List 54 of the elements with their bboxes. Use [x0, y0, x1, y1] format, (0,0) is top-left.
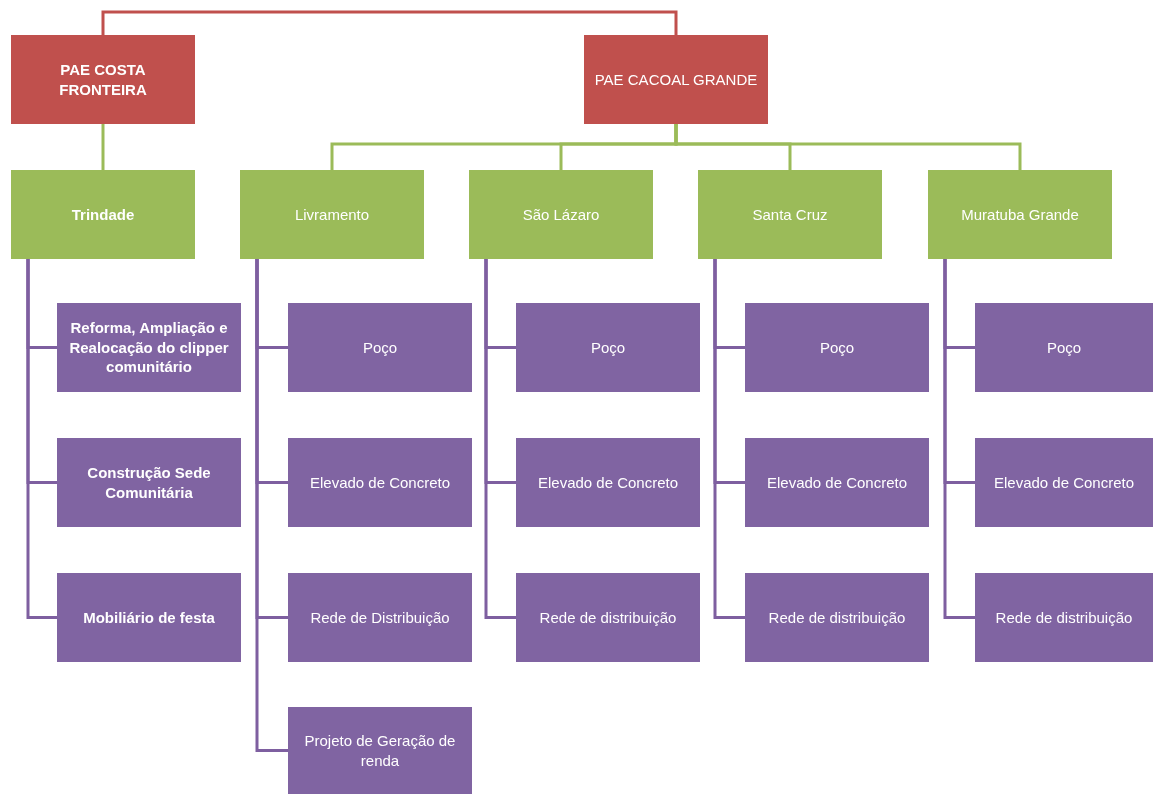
node-label: Rede de distribuição: [995, 607, 1133, 628]
community-box: [469, 170, 653, 259]
community-box: [240, 170, 424, 259]
project-box: [745, 303, 929, 392]
node-label: Mobiliário de festa: [83, 607, 215, 628]
connector-line: [674, 124, 1022, 170]
project-box: [57, 303, 241, 392]
connector-line: [484, 259, 516, 619]
project-box: [288, 438, 472, 527]
node-label: Trindade: [71, 204, 135, 225]
node-label: Livramento: [294, 204, 370, 225]
project-box: [288, 573, 472, 662]
node-label: São Lázaro: [522, 204, 600, 225]
node-label: Elevado de Concreto: [766, 472, 908, 493]
node-label: PAE COSTA FRONTEIRA: [58, 60, 148, 99]
connector-line: [101, 124, 105, 170]
community-box: [698, 170, 882, 259]
connector-line: [255, 259, 288, 752]
connector-line: [713, 259, 745, 619]
node-label: Elevado de Concreto: [537, 472, 679, 493]
project-box: [745, 573, 929, 662]
node-label: Poço: [1046, 337, 1082, 358]
project-box: [516, 573, 700, 662]
node-label: Elevado de Concreto: [309, 472, 451, 493]
project-box: [975, 573, 1153, 662]
node-label: Reforma, Ampliação e Realocação do clipper comunitário: [68, 318, 230, 377]
node-label: Rede de distribuição: [768, 607, 906, 628]
project-box: [288, 707, 472, 794]
project-box: [975, 303, 1153, 392]
node-label: Projeto de Geração de renda: [303, 731, 457, 770]
node-label: Elevado de Concreto: [993, 472, 1135, 493]
site-box: [584, 35, 768, 124]
node-label: PAE CACOAL GRANDE: [594, 69, 758, 90]
node-label: Poço: [819, 337, 855, 358]
project-box: [975, 438, 1153, 527]
node-label: Construção Sede Comunitária: [86, 463, 212, 502]
connector-line: [943, 259, 975, 619]
node-label: Poço: [590, 337, 626, 358]
node-label: Poço: [362, 337, 398, 358]
project-box: [288, 303, 472, 392]
community-box: [11, 170, 195, 259]
project-box: [516, 438, 700, 527]
connector-line: [26, 259, 57, 619]
site-box: [11, 35, 195, 124]
project-box: [745, 438, 929, 527]
community-box: [928, 170, 1112, 259]
node-label: Rede de Distribuição: [310, 607, 450, 628]
project-box: [57, 438, 241, 527]
node-label: Santa Cruz: [752, 204, 828, 225]
project-box: [516, 303, 700, 392]
node-label: Rede de distribuição: [539, 607, 677, 628]
project-box: [57, 573, 241, 662]
connector-line: [101, 10, 678, 35]
node-label: Muratuba Grande: [961, 204, 1079, 225]
